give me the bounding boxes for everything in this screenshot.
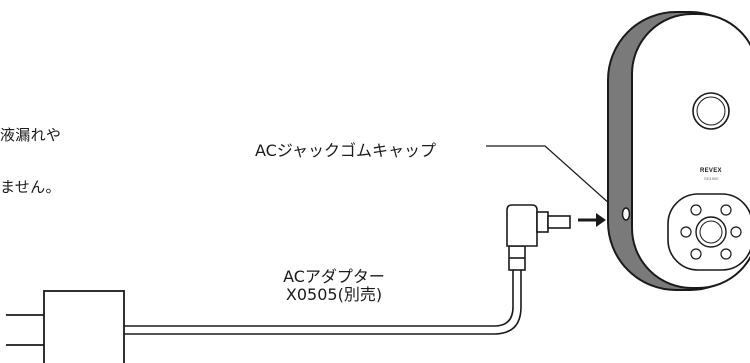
plug-prongs-icon bbox=[6, 314, 44, 346]
side-text-line-1: 液漏れや bbox=[0, 126, 62, 144]
device-model-text: SD1500 bbox=[704, 176, 719, 181]
device-brand-logo: REVEX bbox=[700, 168, 722, 174]
adapter-name: ACアダプター bbox=[283, 267, 385, 286]
adapter-cable bbox=[124, 270, 522, 335]
cable-strain-relief bbox=[508, 245, 526, 271]
callout-leader-line bbox=[486, 145, 621, 214]
dc-plug bbox=[506, 204, 571, 247]
ac-adapter-body bbox=[6, 290, 125, 363]
adapter-model: X0505(別売) bbox=[285, 285, 383, 304]
sensor-light-device bbox=[607, 11, 750, 291]
adapter-label: ACアダプター X0505(別売) bbox=[268, 268, 400, 304]
arrow-right-icon bbox=[578, 213, 606, 227]
side-text-line-2: ません。 bbox=[0, 178, 61, 196]
led-panel bbox=[667, 193, 750, 271]
jack-cap-label: ACジャックゴムキャップ bbox=[255, 141, 437, 160]
ac-jack bbox=[621, 207, 631, 221]
sensor-lens bbox=[692, 92, 730, 130]
